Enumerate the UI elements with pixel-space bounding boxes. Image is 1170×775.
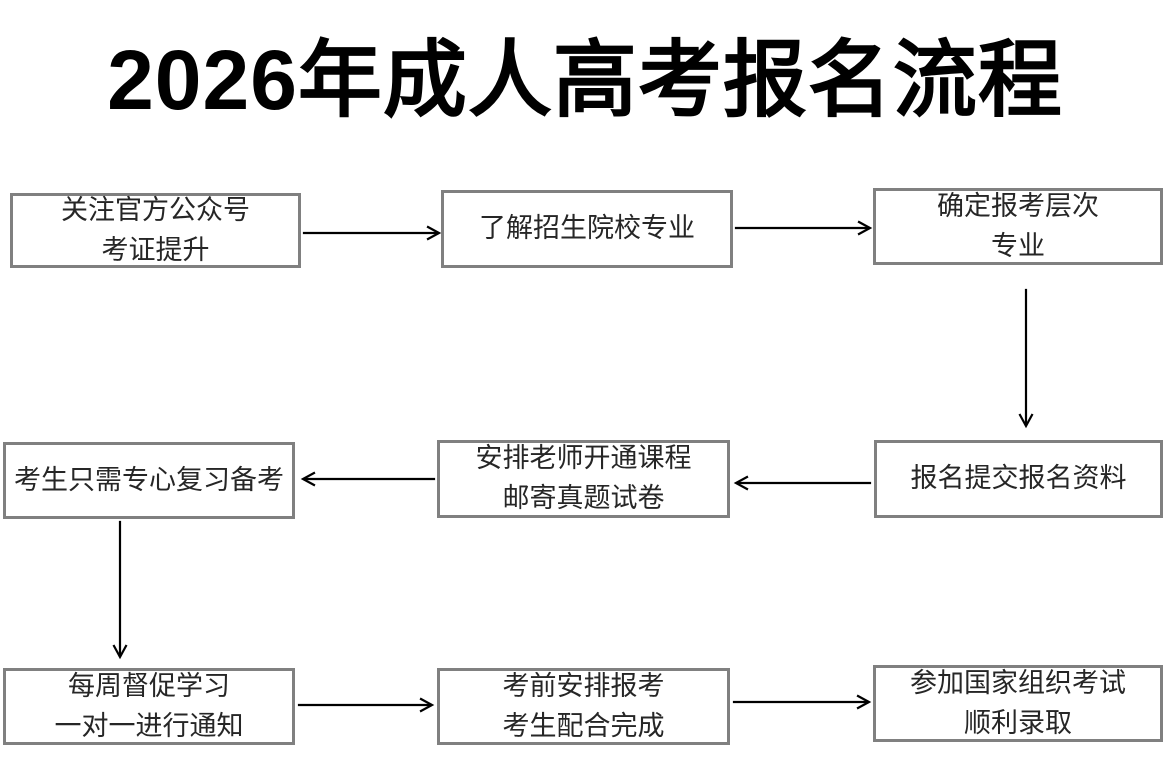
flow-step-4-submit-registration-materials: 报名提交报名资料 xyxy=(874,440,1163,518)
arrow-step5-to-step6 xyxy=(300,471,436,487)
step-line-1: 考前安排报考 xyxy=(502,670,665,701)
step-line-2: 一对一进行通知 xyxy=(54,710,244,741)
arrow-step3-to-step4 xyxy=(1018,288,1034,429)
step-line-2: 邮寄真题试卷 xyxy=(502,483,665,513)
flow-step-3-confirm-level-major: 确定报考层次 专业 xyxy=(873,188,1163,265)
step-line-1: 参加国家组织考试 xyxy=(910,667,1126,698)
arrow-step2-to-step3 xyxy=(734,220,873,236)
step-line-1: 每周督促学习 xyxy=(68,670,230,701)
flow-step-5-open-courses-mail-papers: 安排老师开通课程 邮寄真题试卷 xyxy=(437,440,730,518)
flow-step-1-follow-official-account: 关注官方公众号 考证提升 xyxy=(10,193,301,268)
step-line-1: 关注官方公众号 xyxy=(61,194,250,225)
step-line-1: 了解招生院校专业 xyxy=(479,213,695,244)
flow-step-2-learn-colleges-majors: 了解招生院校专业 xyxy=(441,190,733,268)
step-line-2: 考证提升 xyxy=(101,234,210,265)
flow-step-7-weekly-study-supervision: 每周督促学习 一对一进行通知 xyxy=(3,668,295,745)
page-title: 2026年成人高考报名流程 xyxy=(107,33,1063,127)
arrow-step7-to-step8 xyxy=(297,697,435,713)
step-line-1: 安排老师开通课程 xyxy=(475,443,692,474)
step-line-1: 确定报考层次 xyxy=(937,190,1099,221)
step-line-1: 考生只需专心复习备考 xyxy=(14,464,284,495)
flow-step-9-take-national-exam-admission: 参加国家组织考试 顺利录取 xyxy=(873,665,1163,742)
step-line-2: 考生配合完成 xyxy=(502,710,665,741)
arrow-step8-to-step9 xyxy=(732,694,872,710)
flow-step-6-focus-on-review: 考生只需专心复习备考 xyxy=(3,442,295,519)
step-line-2: 顺利录取 xyxy=(964,707,1072,738)
step-line-2: 专业 xyxy=(991,230,1045,261)
step-line-1: 报名提交报名资料 xyxy=(910,463,1127,494)
flow-step-8-pre-exam-arrangement: 考前安排报考 考生配合完成 xyxy=(437,668,730,745)
arrow-step4-to-step5 xyxy=(733,475,872,491)
arrow-step6-to-step7 xyxy=(112,520,128,660)
arrow-step1-to-step2 xyxy=(302,225,442,241)
